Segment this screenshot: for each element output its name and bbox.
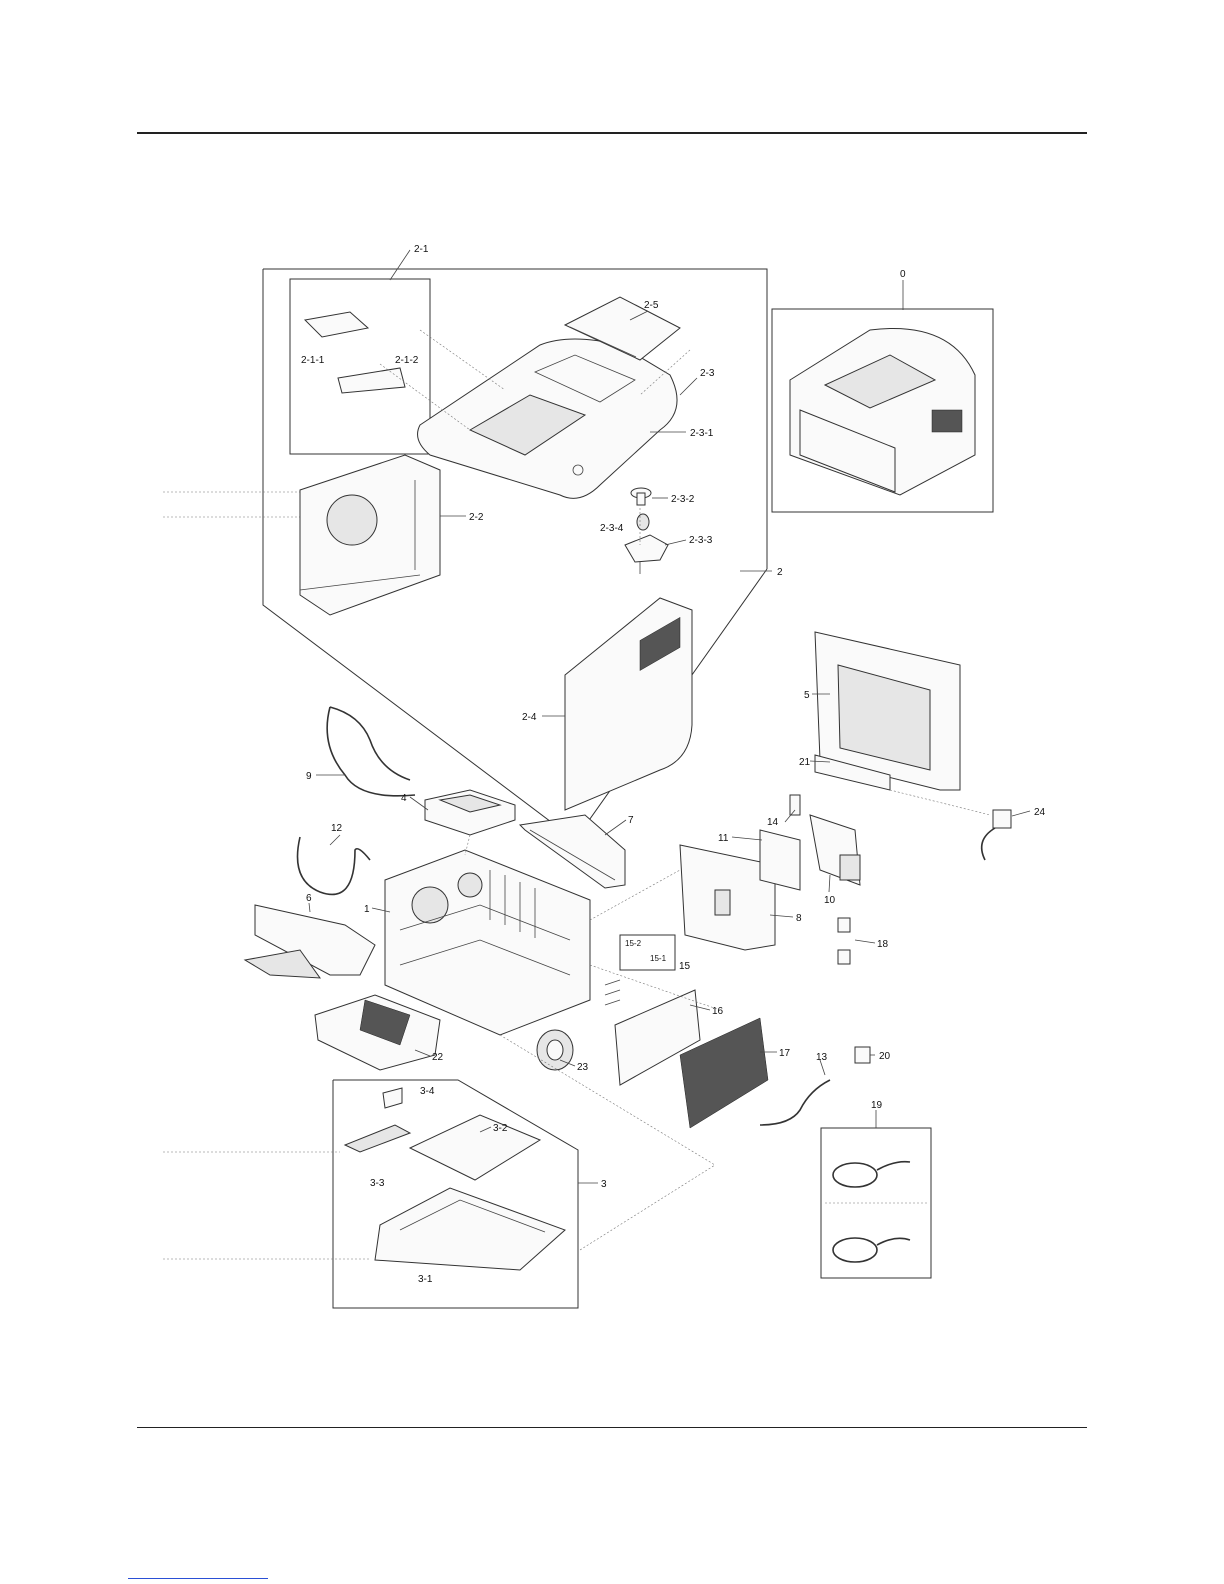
part-24-drawing xyxy=(982,810,1011,860)
label-1: 1 xyxy=(364,904,370,915)
part-23-drawing xyxy=(537,1030,573,1070)
label-18: 18 xyxy=(877,939,889,950)
label-2-1-1: 2-1-1 xyxy=(301,355,325,366)
part-13-cable-drawing xyxy=(760,1080,830,1125)
label-2-3-3: 2-3-3 xyxy=(689,535,713,546)
label-2-3-4: 2-3-4 xyxy=(600,523,624,534)
label-2-1-2: 2-1-2 xyxy=(395,355,419,366)
part-2-3-top-cover-drawing xyxy=(418,339,678,498)
label-2-3-1: 2-3-1 xyxy=(690,428,714,439)
label-4: 4 xyxy=(401,793,407,804)
label-20: 20 xyxy=(879,1051,891,1062)
part-14-drawing xyxy=(790,795,800,815)
label-10: 10 xyxy=(824,895,836,906)
part-1-main-frame-drawing xyxy=(385,850,590,1035)
part-6-cartridge-drawing xyxy=(245,905,375,978)
part-4-laser-unit-drawing xyxy=(425,790,515,835)
label-2-2: 2-2 xyxy=(469,512,484,523)
label-15-1: 15-1 xyxy=(650,954,667,963)
label-3-1: 3-1 xyxy=(418,1274,433,1285)
label-0: 0 xyxy=(900,269,906,280)
footer-link-underline[interactable] xyxy=(128,1578,268,1579)
part-10-board-drawing xyxy=(810,815,860,885)
label-3-2: 3-2 xyxy=(493,1123,508,1134)
label-8: 8 xyxy=(796,913,802,924)
label-2-4: 2-4 xyxy=(522,712,537,723)
part-12-cable-drawing xyxy=(298,837,371,894)
part-20-drawing xyxy=(855,1047,870,1063)
part-3-3-drawing xyxy=(345,1125,410,1152)
label-3-4: 3-4 xyxy=(420,1086,435,1097)
part-2-1-1-drawing xyxy=(305,312,368,337)
label-12: 12 xyxy=(331,823,343,834)
label-13: 13 xyxy=(816,1052,828,1063)
label-6: 6 xyxy=(306,893,312,904)
label-2-3-2: 2-3-2 xyxy=(671,494,695,505)
label-3-3: 3-3 xyxy=(370,1178,385,1189)
part-2-3-4-drawing xyxy=(637,514,649,530)
part-3-4-drawing xyxy=(383,1088,402,1108)
label-19: 19 xyxy=(871,1100,883,1111)
label-2-3: 2-3 xyxy=(700,368,715,379)
label-16: 16 xyxy=(712,1006,724,1017)
part-7-fuser-drawing xyxy=(520,815,625,888)
label-5: 5 xyxy=(804,690,810,701)
part-22-drawing xyxy=(315,995,440,1070)
part-11-drawing xyxy=(760,830,800,890)
label-22: 22 xyxy=(432,1052,444,1063)
label-21: 21 xyxy=(799,757,811,768)
label-2-5: 2-5 xyxy=(644,300,659,311)
part-2-2-left-cover-drawing xyxy=(300,455,440,615)
part-19-power-cords-drawing xyxy=(825,1162,928,1262)
label-2-1: 2-1 xyxy=(414,244,429,255)
label-17: 17 xyxy=(779,1048,791,1059)
label-15-2: 15-2 xyxy=(625,939,642,948)
label-3: 3 xyxy=(601,1179,607,1190)
label-9: 9 xyxy=(306,771,312,782)
label-23: 23 xyxy=(577,1062,589,1073)
label-11: 11 xyxy=(718,833,729,844)
part-3-2-drawing xyxy=(410,1115,540,1180)
part-2-3-2-drawing xyxy=(631,488,651,505)
group-2-1-box xyxy=(290,279,430,454)
part-18-drawing xyxy=(838,918,850,964)
part-2-3-3-drawing xyxy=(625,535,668,574)
part-2-1-2-drawing xyxy=(338,368,405,393)
label-7: 7 xyxy=(628,815,634,826)
label-2: 2 xyxy=(777,567,783,578)
part-9-cable-drawing xyxy=(327,707,415,796)
label-24: 24 xyxy=(1034,807,1046,818)
label-14: 14 xyxy=(767,817,779,828)
part-0-printer-drawing xyxy=(790,328,975,495)
part-3-1-drawing xyxy=(375,1188,565,1270)
label-15: 15 xyxy=(679,961,691,972)
part-2-4-right-cover-drawing xyxy=(565,598,692,810)
footer-rule xyxy=(137,1427,1087,1428)
